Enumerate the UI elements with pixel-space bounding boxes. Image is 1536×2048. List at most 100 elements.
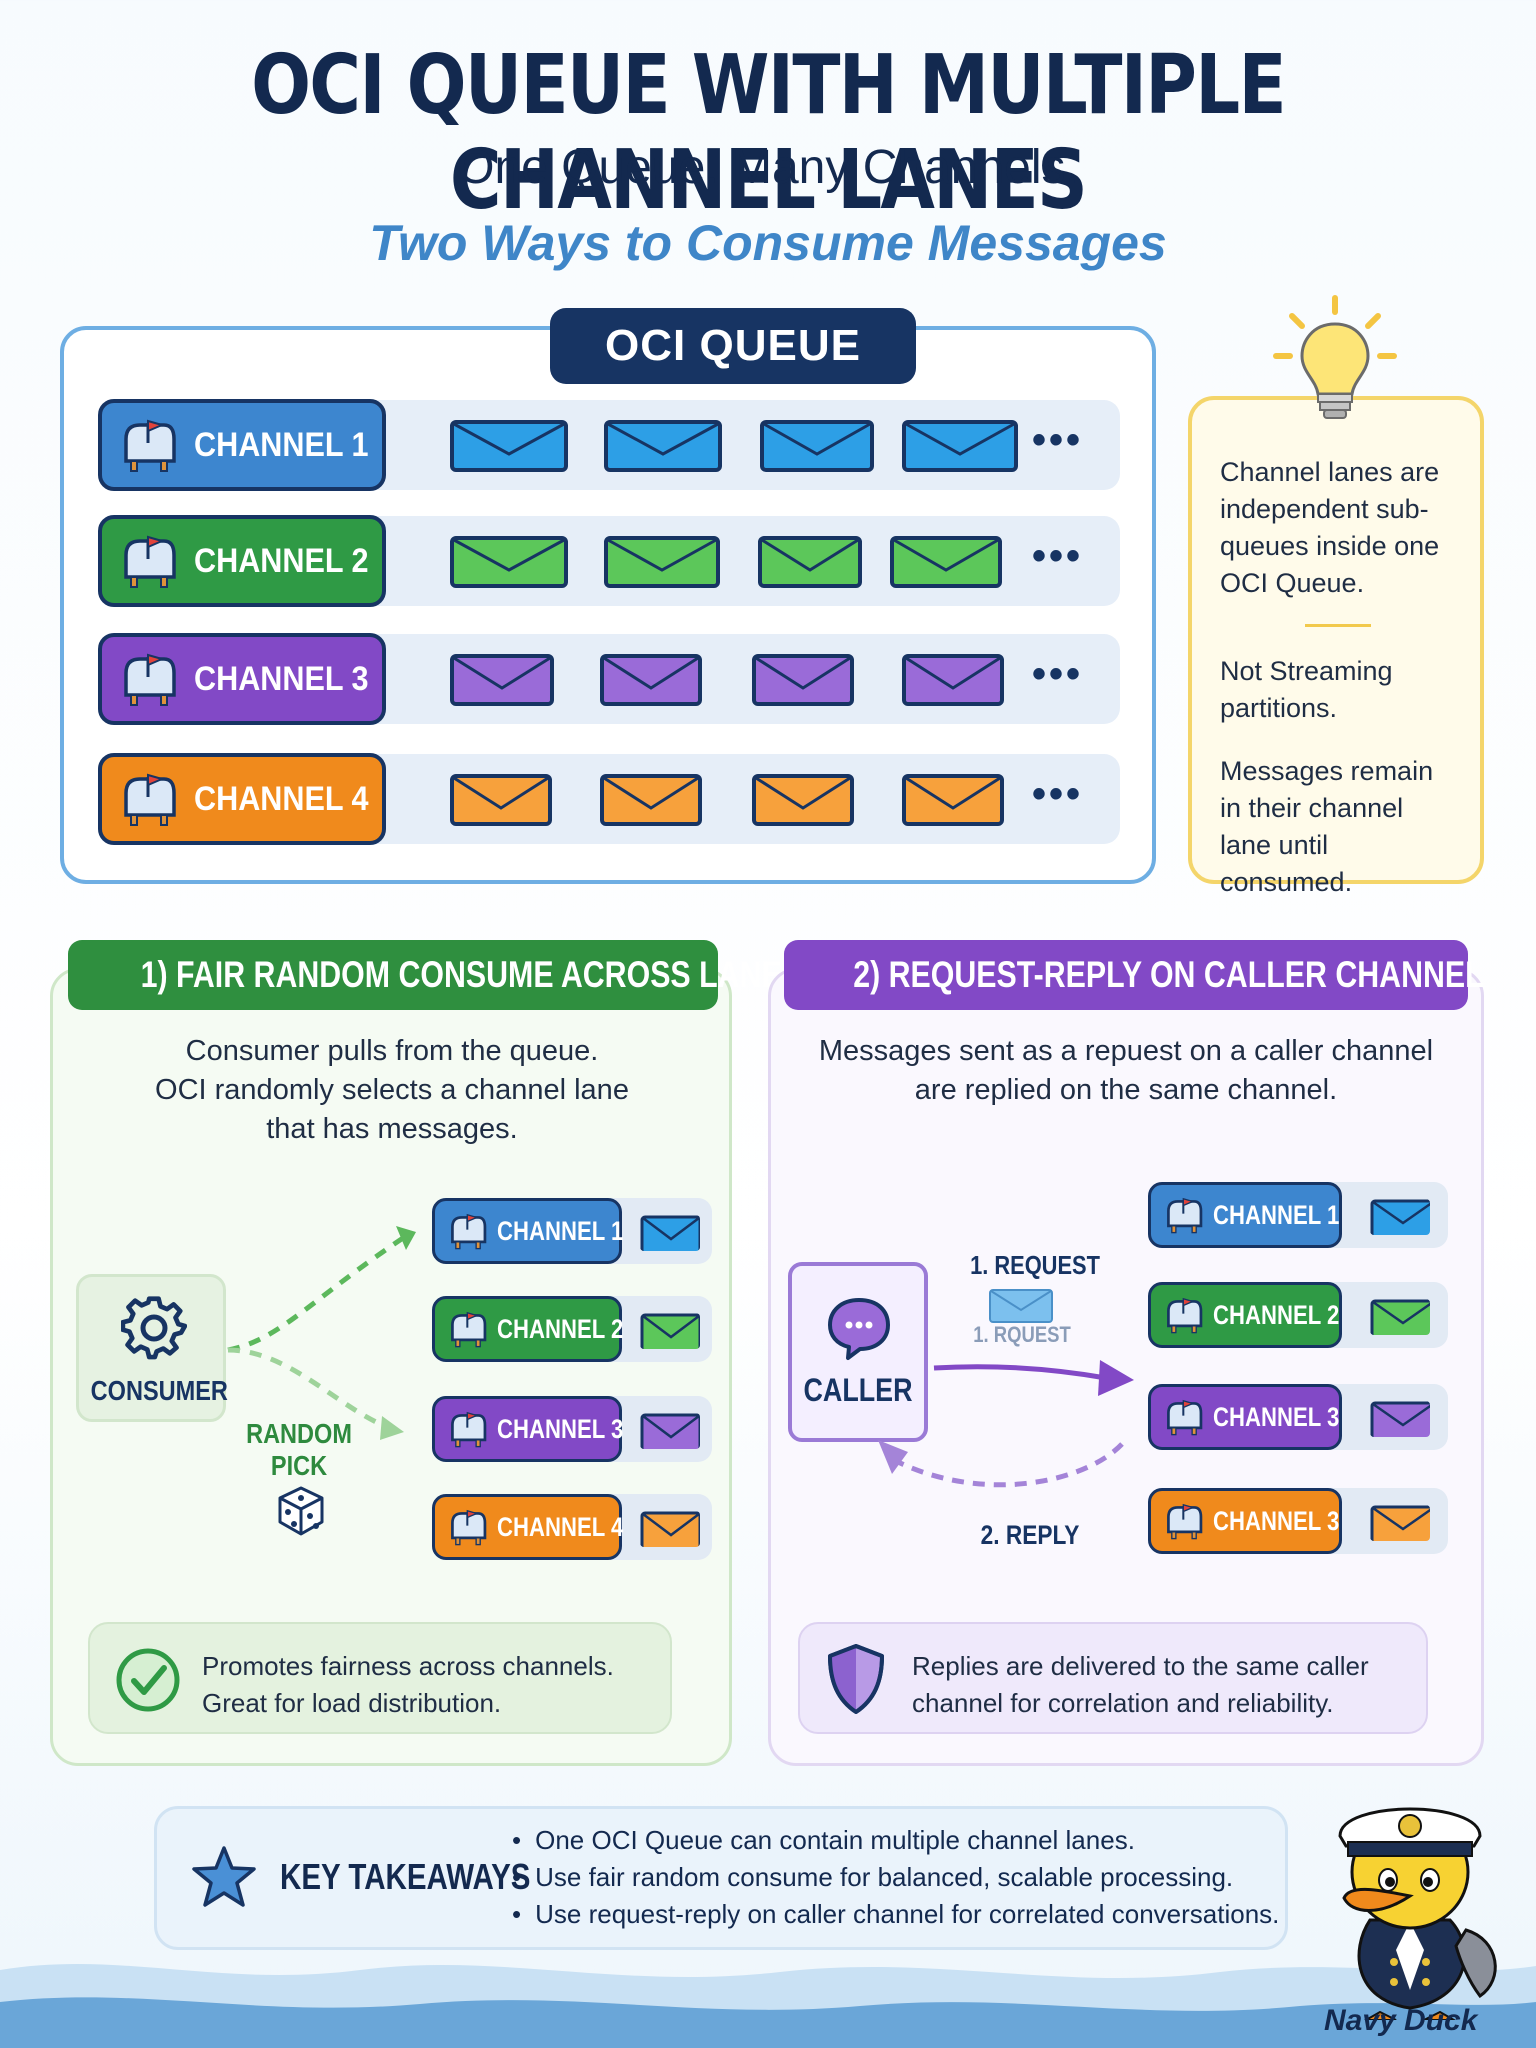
more-messages: ••• [1032,418,1084,462]
request-reply-heading: 2) REQUEST-REPLY ON CALLER CHANNEL [784,940,1484,1010]
channel-3-label: CHANNEL 3 [194,659,369,698]
caller-channel-2: CHANNEL 2 [1148,1282,1448,1348]
shield-icon [828,1644,884,1714]
channel-3-tag: CHANNEL 3 [98,633,386,725]
fair-info-line-1: Promotes fairness across channels. [202,1651,614,1681]
page-subtitle: One Queue. Many Channels. [457,141,1079,194]
channel-label: CHANNEL 3 [1213,1505,1340,1536]
envelope-icon [1370,1505,1430,1541]
channel-1-tag: CHANNEL 1 [1148,1182,1342,1248]
fair-channel-3: CHANNEL 3 [432,1396,712,1462]
envelope-icon [604,536,720,588]
envelope-icon [450,420,568,472]
mailbox-icon [1167,1297,1203,1334]
consumer-node: CONSUMER [76,1274,228,1422]
takeaway-item: Use fair random consume for balanced, sc… [512,1859,1279,1896]
mailbox-icon [451,1213,487,1250]
envelope-icon [600,654,702,706]
envelope-icon [902,774,1004,826]
random-pick-arrows [227,1226,416,1440]
envelope-icon [450,774,552,826]
mailbox-icon [124,419,176,472]
note-messages-remain: Messages remain in their channel lane un… [1220,756,1434,897]
mailbox-icon [451,1411,487,1448]
consumer-label: CONSUMER [90,1375,228,1406]
channel-4-label: CHANNEL 4 [194,779,369,818]
channel-2-tag: CHANNEL 2 [98,515,386,607]
note-not-streaming: Not Streaming partitions. [1220,656,1393,723]
gear-icon [121,1296,187,1360]
star-icon [192,1846,256,1907]
reply-label: 2. REPLY [980,1520,1080,1550]
caller-label: CALLER [803,1372,913,1408]
mailbox-icon [451,1509,487,1546]
check-circle-icon [116,1648,180,1712]
envelope-icon [1370,1199,1430,1235]
mailbox-icon [124,773,176,826]
queue-label: OCI QUEUE [550,308,916,384]
channel-3-tag: CHANNEL 3 [1148,1384,1342,1450]
channel-4-tag: CHANNEL 4 [98,753,386,845]
envelope-icon [752,654,854,706]
channel-label: CHANNEL 2 [497,1313,624,1344]
channel-2-label: CHANNEL 2 [194,541,369,580]
caller-node: CALLER [788,1262,928,1442]
fair-channel-1: CHANNEL 1 [432,1198,712,1264]
channel-label: CHANNEL 2 [1213,1299,1340,1330]
channel-4-tag: CHANNEL 3 [1148,1488,1342,1554]
reply-arrow [878,1440,1124,1488]
key-takeaways-label: KEY TAKEAWAYS [280,1856,531,1897]
envelope-icon [890,536,1002,588]
lightbulb-icon [1273,295,1397,419]
mailbox-icon [124,535,176,588]
envelope-icon [902,654,1004,706]
envelope-icon [640,1313,700,1349]
caller-channel-4: CHANNEL 3 [1148,1488,1448,1554]
reply-info-line-1: Replies are delivered to the same caller [912,1651,1369,1681]
envelope-icon [989,1289,1053,1323]
envelope-icon [758,536,862,588]
info-note: Channel lanes are independent sub-queues… [1188,396,1484,897]
envelope-icon [752,774,854,826]
channel-1-tag: CHANNEL 1 [432,1198,624,1264]
mascot-name: Navy Duck [1324,2004,1478,2037]
note-independent-lanes: Channel lanes are independent sub-queues… [1220,457,1440,598]
takeaways-list: One OCI Queue can contain multiple chann… [512,1822,1279,1933]
envelope-icon [600,774,702,826]
more-messages: ••• [1032,652,1084,696]
envelope-icon [640,1511,700,1547]
caller-channel-3: CHANNEL 3 [1148,1384,1448,1450]
mailbox-icon [451,1311,487,1348]
fair-random-info: Promotes fairness across channels. Great… [88,1622,672,1734]
channel-2-tag: CHANNEL 2 [1148,1282,1342,1348]
navy-duck-mascot [1338,1807,1497,2020]
mailbox-icon [1167,1503,1203,1540]
fair-random-heading: 1) FAIR RANDOM CONSUME ACROSS LANES [68,940,802,1010]
wave-decoration [0,1964,1536,2048]
request-echo-label: 1. RQUEST [973,1322,1071,1347]
channel-3-tag: CHANNEL 3 [432,1396,624,1462]
page-tagline: Two Ways to Consume Messages [369,215,1167,271]
channel-label: CHANNEL 1 [497,1215,624,1246]
note-divider [1305,624,1371,627]
fair-channel-2: CHANNEL 2 [432,1296,712,1362]
request-arrow [933,1360,1134,1396]
channel-label: CHANNEL 3 [497,1413,624,1444]
envelope-icon [1370,1299,1430,1335]
dice-icon [278,1486,324,1536]
request-label: 1. REQUEST [970,1250,1100,1280]
envelope-icon [604,420,722,472]
channel-label: CHANNEL 4 [497,1511,624,1542]
mailbox-icon [1167,1197,1203,1234]
channel-label: CHANNEL 3 [1213,1401,1340,1432]
envelope-icon [1370,1401,1430,1437]
envelope-icon [450,536,568,588]
caller-channel-1: CHANNEL 1 [1148,1182,1448,1248]
channel-2-tag: CHANNEL 2 [432,1296,624,1362]
takeaway-item: One OCI Queue can contain multiple chann… [512,1822,1279,1859]
fair-random-description: Consumer pulls from the queue.OCI random… [155,1035,629,1145]
mailbox-icon [124,653,176,706]
chat-bubble-icon [828,1298,890,1360]
envelope-icon [760,420,874,472]
